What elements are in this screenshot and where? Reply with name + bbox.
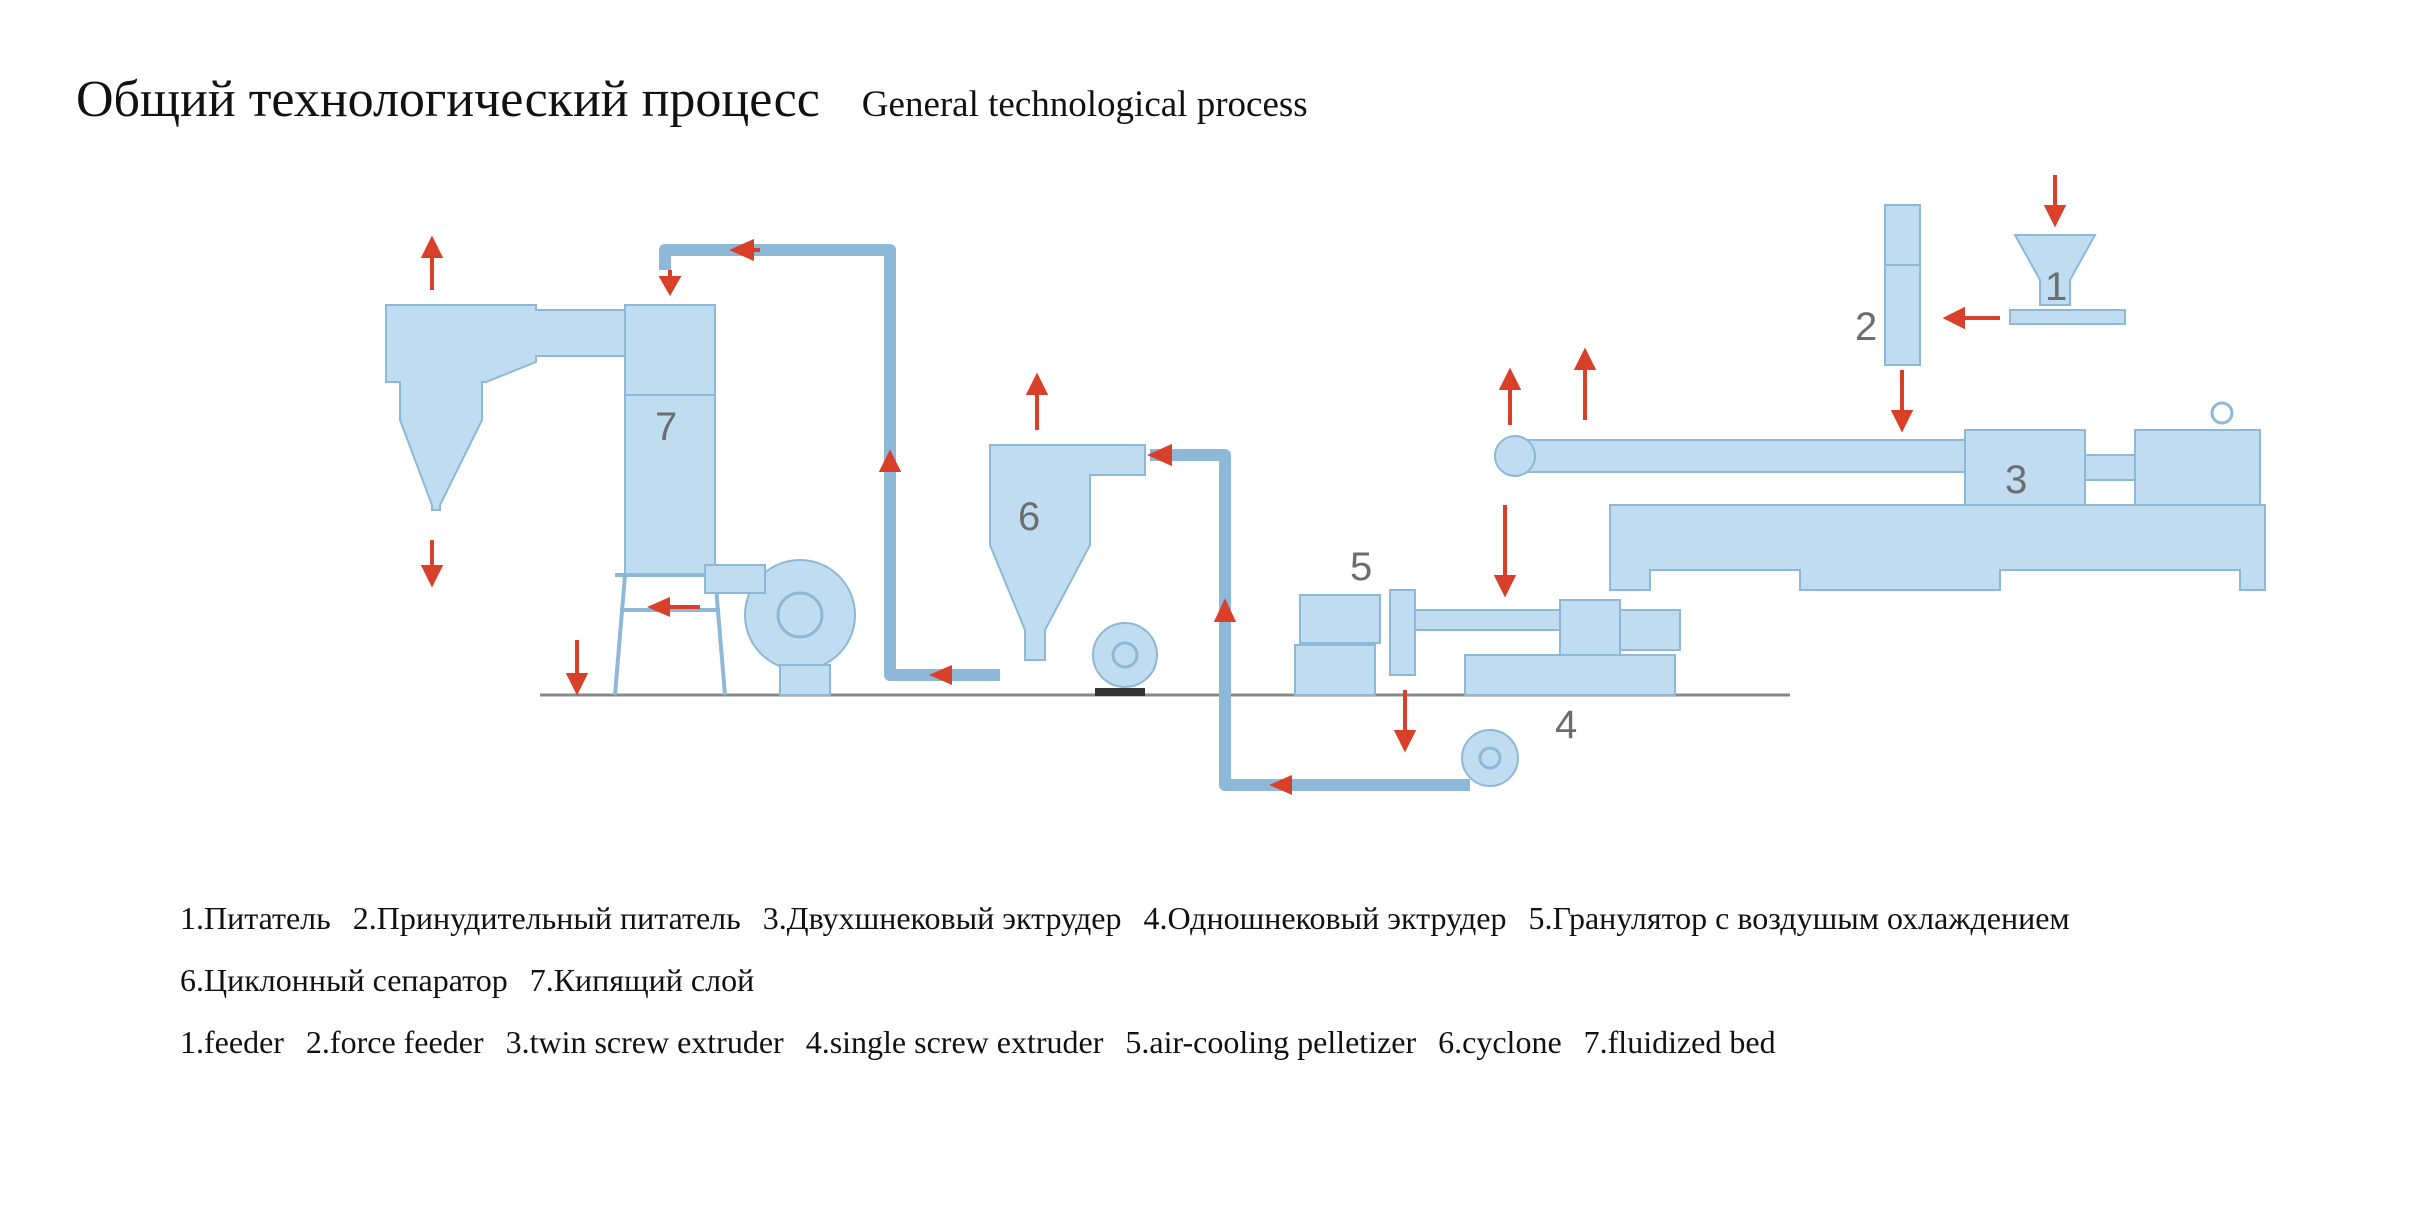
single-screw-motor — [1619, 609, 1681, 651]
label-4: 4 — [1555, 703, 1577, 747]
force-feeder-motor — [1884, 204, 1921, 266]
legend-item: 2.Принудительный питатель — [352, 900, 741, 936]
label-1: 1 — [2045, 265, 2067, 309]
single-screw-extruder-unit — [1414, 599, 1681, 787]
cyclone-blower-hub — [1111, 641, 1139, 669]
pelletizer-stand — [1294, 644, 1376, 696]
label-3: 3 — [2005, 458, 2027, 502]
equipment-group — [385, 204, 2266, 787]
cyclone-body — [989, 444, 1146, 661]
legend-item: 5.air-cooling pelletizer — [1125, 1024, 1417, 1060]
bed-blower-hub — [776, 591, 824, 639]
arrow-up-7 — [420, 235, 444, 290]
force-feeder-screw — [1884, 264, 1921, 366]
twin-screw-extruder-unit — [1494, 401, 2266, 591]
arrow-down-3 — [1493, 505, 1517, 598]
twin-screw-motor-eye — [2210, 401, 2234, 425]
arrow-top-left — [729, 238, 760, 262]
label-5: 5 — [1350, 545, 1372, 589]
label-6: 6 — [1018, 495, 1040, 539]
legend-ru-line-2: 6.Циклонный сепаратор 7.Кипящий слой — [180, 962, 768, 999]
arrow-up-4 — [1213, 598, 1237, 622]
legend-item: 3.Двухшнековый эктрудер — [762, 900, 1122, 936]
arrow-down-7 — [420, 540, 444, 588]
arrow-up-3b — [1573, 347, 1597, 420]
cyclone-blower — [1092, 622, 1158, 688]
label-7: 7 — [655, 405, 677, 449]
feeder-screw — [2009, 309, 2126, 325]
bed-blower-duct — [704, 564, 766, 594]
pelletizer-motor — [1299, 594, 1381, 644]
legend-en-line: 1.feeder 2.force feeder 3.twin screw ext… — [180, 1024, 1790, 1061]
cyclone-unit — [989, 444, 1158, 696]
twin-screw-die — [1494, 435, 1536, 477]
arrow-left-1 — [1942, 306, 2000, 330]
single-screw-blower — [1461, 729, 1519, 787]
title-russian: Общий технологический процесс — [76, 71, 820, 128]
twin-screw-coupling — [2084, 454, 2136, 481]
legend-item: 4.Одношнековый эктрудер — [1143, 900, 1507, 936]
bed-blower-base — [779, 664, 831, 696]
arrow-up-3a — [1498, 367, 1522, 425]
flow-arrows — [420, 175, 2067, 796]
arrow-down-1 — [2043, 175, 2067, 228]
fluidized-bed-frame — [613, 573, 730, 696]
force-feeder-unit — [1884, 204, 1921, 366]
pelletizer-head — [1389, 589, 1416, 676]
title-english: General technological process — [861, 84, 1308, 125]
legend-item: 6.cyclone — [1438, 1024, 1562, 1060]
arrow-into-6 — [1147, 443, 1172, 467]
legend-item: 6.Циклонный сепаратор — [180, 962, 508, 998]
legend-item: 3.twin screw extruder — [505, 1024, 784, 1060]
pelletizer-unit — [1294, 589, 1416, 696]
single-screw-base — [1464, 654, 1676, 696]
left-cyclone — [385, 304, 626, 511]
arrow-down-2 — [1890, 370, 1914, 433]
legend-item: 7.fluidized bed — [1583, 1024, 1776, 1060]
arrow-up-6 — [1025, 372, 1049, 430]
legend-item: 2.force feeder — [305, 1024, 484, 1060]
arrow-down-5 — [1393, 690, 1417, 753]
fluidized-bed-unit — [385, 304, 856, 696]
feeder-unit — [2009, 234, 2126, 325]
pipe-7-loop — [659, 244, 1000, 681]
arrow-left-4 — [1269, 774, 1292, 796]
arrow-down-bed — [565, 640, 589, 696]
twin-screw-base — [1609, 504, 2266, 591]
fluidized-bed-column — [624, 304, 716, 576]
single-screw-barrel — [1414, 609, 1566, 631]
legend-item: 5.Гранулятор с воздушым охлаждением — [1528, 900, 2070, 936]
legend-item: 1.Питатель — [180, 900, 331, 936]
legend-item: 4.single screw extruder — [805, 1024, 1104, 1060]
twin-screw-gearbox — [1964, 429, 2086, 506]
feeder-hopper — [2013, 234, 2097, 306]
arrow-left-7 — [647, 596, 700, 618]
arrow-left-bottom — [929, 664, 952, 686]
legend-item: 1.feeder — [180, 1024, 284, 1060]
twin-screw-motor — [2134, 429, 2261, 506]
twin-screw-barrel — [1524, 439, 1966, 473]
cyclone-blower-base — [1095, 688, 1145, 696]
legend-ru-line-1: 1.Питатель 2.Принудительный питатель 3.Д… — [180, 900, 2084, 937]
label-2: 2 — [1855, 305, 1877, 349]
single-screw-gearbox — [1559, 599, 1621, 656]
single-screw-blower-hub — [1478, 746, 1502, 770]
arrow-up-pipe — [878, 449, 902, 472]
arrow-into-7 — [658, 270, 682, 297]
legend-item: 7.Кипящий слой — [529, 962, 755, 998]
page-title: Общий технологический процесс General te… — [76, 70, 1308, 129]
